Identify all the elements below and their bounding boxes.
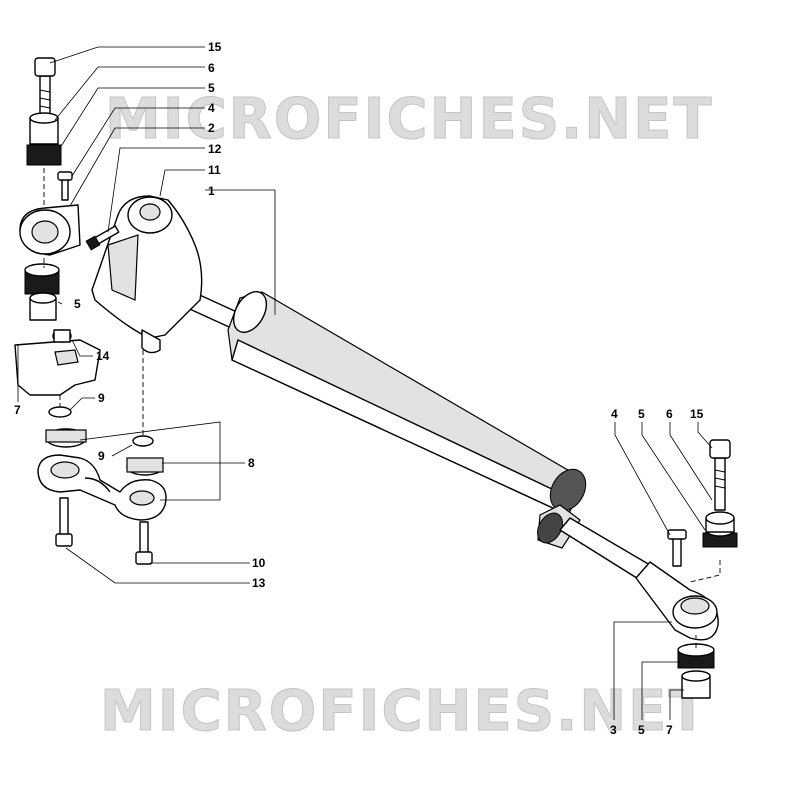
callout-7: 7 [14,403,21,417]
callout-15: 15 [690,407,704,421]
left-lower-bushing [24,263,60,321]
callout-5: 5 [638,723,645,737]
callout-8: 8 [248,456,255,470]
callout-10: 10 [252,556,266,570]
callout-3: 3 [610,723,617,737]
callout-15: 15 [208,40,222,54]
watermark-bottom: MICROFICHES.NET [100,679,709,744]
washer [132,435,154,447]
right-small-bolt [667,529,687,567]
right-long-bolt [709,439,731,511]
leader-lines [17,46,713,720]
left-rod-end [19,171,81,256]
left-upper-bushing [26,112,62,166]
lower-bolt-left [55,497,73,547]
right-bushing-stack [702,511,738,548]
left-mounting-bracket [91,195,203,354]
watermark-top: MICROFICHES.NET [105,87,714,152]
callout-6: 6 [208,61,215,75]
callout-6: 6 [666,407,673,421]
callout-4: 4 [611,407,618,421]
callout-5: 5 [74,297,81,311]
callout-5: 5 [208,81,215,95]
bracket-screw [85,225,120,251]
callout-5: 5 [638,407,645,421]
frame-mount-block [14,329,101,396]
callout-13: 13 [252,576,266,590]
callout-2: 2 [208,121,215,135]
callout-4: 4 [208,101,215,115]
callout-1: 1 [208,184,215,198]
lower-link-plate [37,428,167,521]
callout-14: 14 [96,349,110,363]
steering-damper-body [169,285,651,581]
callout-labels: 15 6 5 4 2 12 11 1 5 14 7 9 9 8 10 13 4 … [14,40,704,737]
callout-9: 9 [98,449,105,463]
lower-bolt-right [135,521,153,565]
washer [48,406,72,418]
callout-7: 7 [666,723,673,737]
callout-11: 11 [208,163,221,177]
right-rod-end [635,561,719,641]
callout-9: 9 [98,391,105,405]
callout-12: 12 [208,142,222,156]
